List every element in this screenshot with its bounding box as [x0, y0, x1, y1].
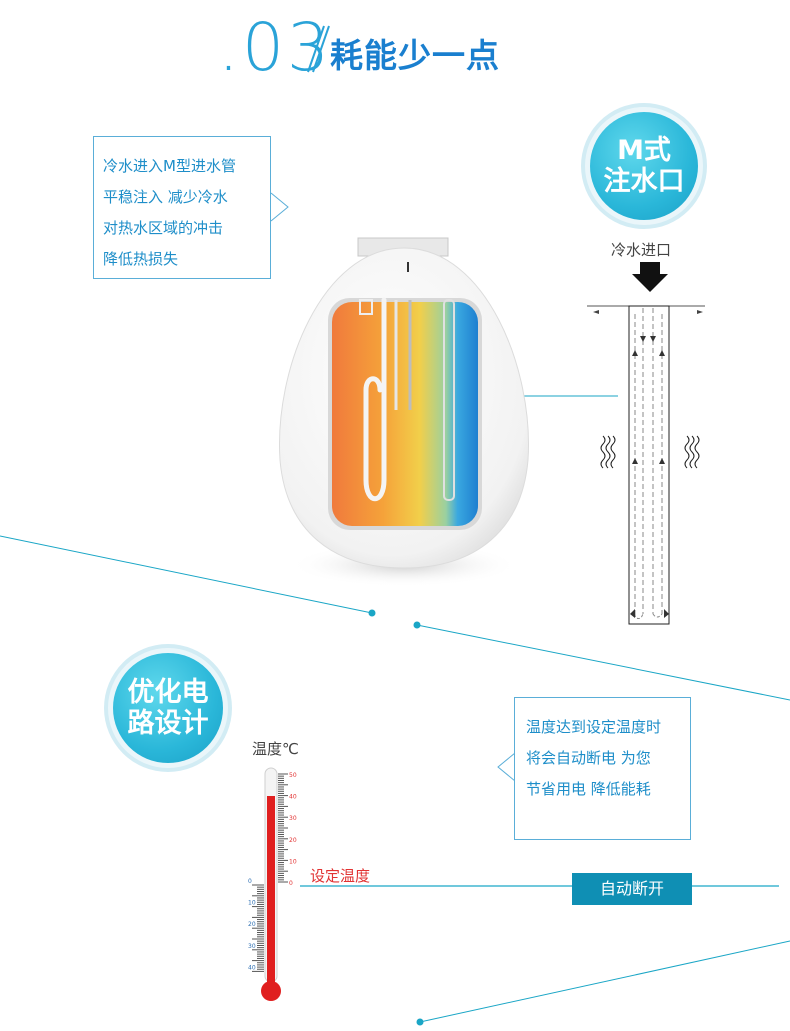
header-slash-icon — [307, 25, 330, 73]
scale-label: 40 — [248, 964, 256, 971]
water-heater-illustration — [278, 237, 530, 587]
badge-line: 路设计 — [127, 708, 209, 739]
scale-label: 0 — [248, 878, 252, 885]
badge-line: 注水口 — [603, 166, 685, 197]
decor-line-3 — [419, 940, 790, 1023]
scale-label: 30 — [289, 815, 297, 822]
decor-dot-3 — [416, 1018, 424, 1026]
decor-dot-2 — [413, 621, 421, 629]
scale-label: 40 — [289, 794, 297, 801]
callout-line: 平稳注入 减少冷水 — [103, 188, 228, 206]
section-number: .03 — [218, 9, 332, 86]
badge-line: 优化电 — [127, 677, 209, 708]
cold-inlet-label: 冷水进口 — [611, 241, 672, 259]
circuit-callout: 温度达到设定温度时 将会自动断电 为您 节省用电 降低能耗 — [514, 697, 691, 840]
scale-label: 30 — [248, 943, 256, 950]
callout-pointer-icon — [497, 752, 516, 782]
decor-line-2 — [416, 624, 790, 701]
callout-line: 冷水进入M型进水管 — [103, 157, 236, 175]
circuit-badge: 优化电 路设计 — [113, 653, 223, 763]
scale-label: 20 — [289, 837, 297, 844]
callout-pointer-icon — [270, 192, 289, 222]
callout-line: 降低热损失 — [103, 250, 179, 268]
callout-line: 对热水区域的冲击 — [103, 219, 224, 237]
m-pipe-diagram — [587, 305, 705, 625]
scale-label: 10 — [248, 900, 256, 907]
scale-label: 0 — [289, 880, 293, 887]
thermometer-icon: 50 40 30 20 10 0 0 10 20 30 40 — [248, 767, 297, 1001]
section-title: 耗能少一点 — [330, 36, 500, 75]
decor-line-1 — [0, 535, 373, 614]
callout-line: 节省用电 降低能耗 — [526, 780, 651, 798]
scale-label: 10 — [289, 858, 297, 865]
thermometer-label: 温度℃ — [252, 740, 299, 758]
scale-label: 50 — [289, 772, 297, 779]
badge-line: M式 — [617, 135, 671, 166]
auto-off-button[interactable]: 自动断开 — [572, 873, 692, 905]
inlet-arrow-icon — [632, 262, 668, 292]
callout-line: 温度达到设定温度时 — [526, 718, 662, 736]
decor-dot-1 — [368, 609, 376, 617]
m-inlet-callout: 冷水进入M型进水管 平稳注入 减少冷水 对热水区域的冲击 降低热损失 — [93, 136, 271, 279]
m-inlet-badge: M式 注水口 — [590, 112, 698, 220]
callout-line: 将会自动断电 为您 — [526, 749, 651, 767]
scale-label: 20 — [248, 921, 256, 928]
set-temp-label: 设定温度 — [310, 867, 371, 885]
